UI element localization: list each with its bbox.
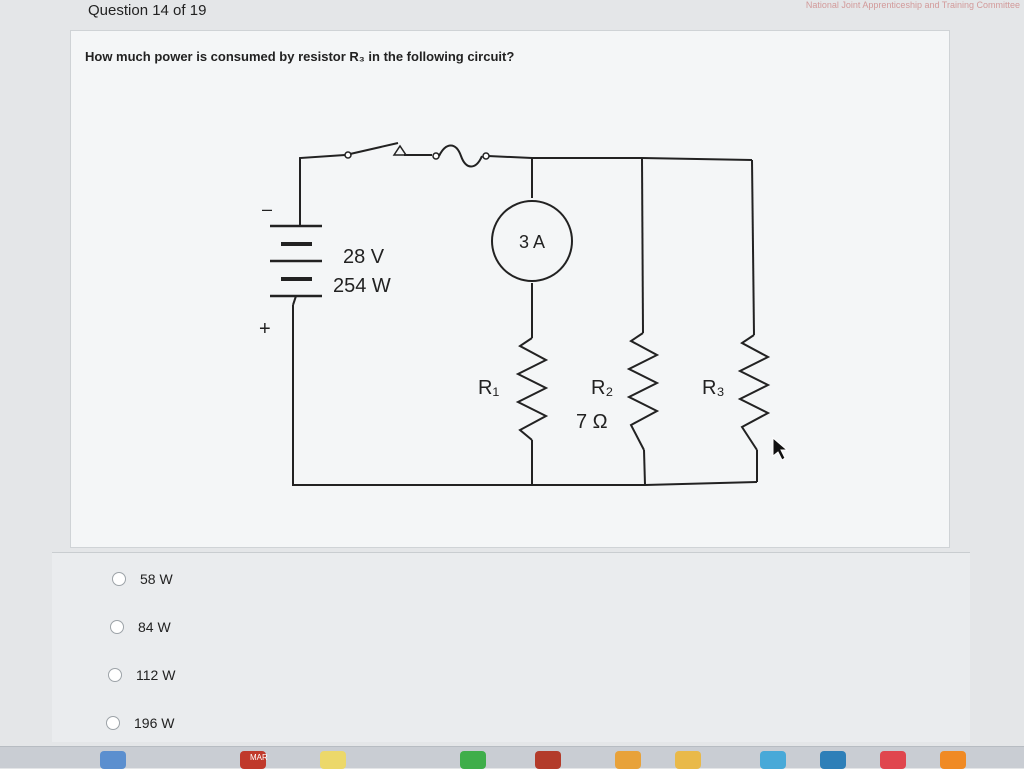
ammeter-reading: 3 A [519, 232, 545, 252]
notes-icon[interactable] [320, 751, 346, 769]
answer-option-3[interactable]: 112 W [108, 667, 175, 683]
dock: MAR [0, 746, 1024, 769]
ammeter [491, 200, 573, 282]
radio-button[interactable] [110, 620, 124, 634]
battery-negative-label: – [262, 199, 272, 219]
finder-icon[interactable] [100, 751, 126, 769]
facetime-icon[interactable] [460, 751, 486, 769]
mouse-cursor-icon [772, 436, 789, 461]
resistor-r1 [515, 337, 549, 441]
music-icon[interactable] [880, 751, 906, 769]
books-icon[interactable] [940, 751, 966, 769]
resistor-r2 [626, 332, 660, 451]
answer-label: 84 W [138, 619, 171, 635]
r2-label: R₂ [591, 377, 613, 399]
answer-label: 112 W [136, 667, 176, 683]
question-counter: Question 14 of 19 [88, 2, 207, 19]
answer-label: 196 W [134, 715, 175, 731]
wires [292, 154, 758, 486]
r1-label: R₁ [478, 377, 499, 399]
pages-icon[interactable] [675, 751, 701, 769]
question-prompt: How much power is consumed by resistor R… [85, 49, 515, 64]
resistor-r3 [737, 334, 771, 451]
calendar-month: MAR [250, 753, 268, 762]
photo-booth-icon[interactable] [535, 751, 561, 769]
switch [344, 142, 432, 159]
answer-option-4[interactable]: 196 W [106, 715, 174, 731]
r3-label: R₃ [702, 377, 725, 399]
radio-button[interactable] [106, 716, 120, 730]
battery-positive-label: + [259, 318, 271, 340]
source-voltage-label: 28 V [343, 246, 385, 268]
fuse [432, 144, 490, 168]
r2-value: 7 Ω [576, 411, 608, 433]
answer-option-2[interactable]: 84 W [110, 619, 171, 635]
battery [270, 220, 322, 306]
answer-options: 58 W 84 W 112 W 196 W [52, 552, 970, 742]
question-card: How much power is consumed by resistor R… [70, 30, 950, 548]
radio-button[interactable] [108, 668, 122, 682]
keynote-icon[interactable] [820, 751, 846, 769]
answer-label: 58 W [140, 571, 173, 587]
branding-text: National Joint Apprenticeship and Traini… [805, 0, 1020, 10]
numbers-icon[interactable] [760, 751, 786, 769]
source-power-label: 254 W [333, 275, 391, 297]
radio-button[interactable] [112, 572, 126, 586]
photos-icon[interactable] [615, 751, 641, 769]
calendar-icon[interactable] [240, 751, 266, 769]
answer-option-1[interactable]: 58 W [112, 571, 173, 587]
